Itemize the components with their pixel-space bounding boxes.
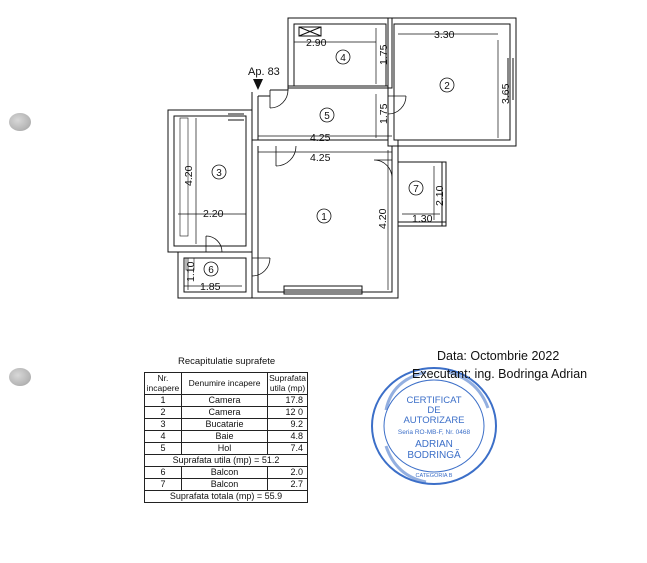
- dim-3-30: 3.30: [434, 29, 455, 41]
- dim-1-85: 1.85: [200, 281, 221, 293]
- door-bath-6: [205, 235, 223, 253]
- punch-hole-top: [9, 113, 31, 131]
- cell-nr: 7: [144, 478, 182, 491]
- dim-1-10: 1.10: [185, 261, 197, 282]
- dim-4-20-room1: 4.20: [377, 208, 389, 229]
- cell-area: 17.8: [267, 394, 308, 407]
- wall-bath-6: [177, 251, 253, 299]
- header-nr: Nr. incapere: [144, 372, 182, 395]
- door-balcony-7: [373, 159, 393, 179]
- cell-nr: 2: [144, 406, 182, 419]
- cell-name: Camera: [180, 394, 269, 407]
- dim-4-20-kitchen: 4.20: [183, 165, 195, 186]
- room-number-3: 3: [216, 168, 222, 179]
- dim-2-10: 2.10: [434, 185, 446, 206]
- room-number-2: 2: [444, 81, 450, 92]
- table-row: 7 Balcon 2.7: [144, 478, 308, 491]
- cell-area: 7.4: [267, 442, 308, 455]
- cell-nr: 3: [144, 418, 182, 431]
- useful-total: Suprafata utila (mp) = 51.2: [144, 454, 308, 467]
- room-number-6: 6: [208, 265, 214, 276]
- table-row: 3 Bucatarie 9.2: [144, 418, 308, 431]
- cell-nr: 4: [144, 430, 182, 443]
- vent-box: [298, 26, 322, 37]
- grand-total: Suprafata totala (mp) = 55.9: [144, 490, 308, 503]
- cell-area: 9.2: [267, 418, 308, 431]
- cell-nr: 6: [144, 466, 182, 479]
- dim-1-30: 1.30: [412, 213, 433, 225]
- cell-area: 2.7: [267, 478, 308, 491]
- stamp-line-1: CERTIFICAT: [406, 395, 461, 406]
- header-area: Suprafata utila (mp): [267, 372, 308, 395]
- table-row: 6 Balcon 2.0: [144, 466, 308, 479]
- cell-name: Bucatarie: [180, 418, 269, 431]
- dim-4-25-top: 4.25: [310, 132, 331, 144]
- wall-room-2: [387, 17, 517, 147]
- date-text: Data: Octombrie 2022: [437, 349, 560, 363]
- stamp-line-2: DE: [427, 405, 440, 416]
- dim-4-25-bottom: 4.25: [310, 152, 331, 164]
- cell-area: 12 0: [267, 406, 308, 419]
- floor-plan: Ap. 83 4 2 5 3 1 7 6 2.90 3.30 1.75 3.65…: [167, 17, 517, 299]
- table-row: 5 Hol 7.4: [144, 442, 308, 455]
- table-row: 2 Camera 12 0: [144, 406, 308, 419]
- cell-name: Baie: [180, 430, 269, 443]
- room-number-4: 4: [340, 53, 346, 64]
- cell-name: Camera: [180, 406, 269, 419]
- useful-total-row: Suprafata utila (mp) = 51.2: [144, 454, 308, 467]
- cell-name: Balcon: [180, 466, 269, 479]
- wall-hall-5: [270, 85, 388, 91]
- dim-1-75-hall: 1.75: [378, 103, 390, 124]
- cell-name: Balcon: [180, 478, 269, 491]
- stamp-line-6: BODRINGĂ: [407, 448, 461, 461]
- entry-door: [269, 89, 289, 109]
- room-number-5: 5: [324, 111, 330, 122]
- recap-title: Recapitulatie suprafete: [178, 356, 276, 367]
- stamp-line-3: AUTORIZARE: [403, 415, 464, 426]
- stamp-line-4: Seria RO-MB-F, Nr. 0468: [398, 429, 471, 436]
- grand-total-row: Suprafata totala (mp) = 55.9: [144, 490, 308, 503]
- dim-2-90: 2.90: [306, 37, 327, 49]
- cell-nr: 5: [144, 442, 182, 455]
- cell-nr: 1: [144, 394, 182, 407]
- room-number-7: 7: [413, 184, 419, 195]
- dim-3-65: 3.65: [500, 83, 512, 104]
- recap-table: Nr. incapere Denumire incapere Suprafata…: [144, 372, 308, 503]
- table-row: 1 Camera 17.8: [144, 394, 308, 407]
- header-name: Denumire incapere: [180, 372, 269, 395]
- executant-text: Executant: ing. Bodringa Adrian: [412, 367, 588, 381]
- room-number-1: 1: [321, 212, 327, 223]
- apartment-label: Ap. 83: [248, 66, 280, 78]
- cell-area: 4.8: [267, 430, 308, 443]
- cell-name: Hol: [180, 442, 269, 455]
- stamp-line-5: ADRIAN: [415, 439, 453, 450]
- certification-stamp: CERTIFICAT DE AUTORIZARE Seria RO-MB-F, …: [371, 367, 497, 485]
- door-room-2: [387, 95, 407, 115]
- recap-header-row: Nr. incapere Denumire incapere Suprafata…: [144, 372, 308, 395]
- door-kitchen-3: [251, 257, 271, 277]
- door-room-1: [275, 145, 297, 167]
- wall-room-2-inner: [393, 23, 511, 141]
- cell-area: 2.0: [267, 466, 308, 479]
- wall-kitchen-3: [167, 109, 253, 253]
- stamp-category: CATEGORIA B: [416, 473, 453, 479]
- apartment-marker-icon: [253, 79, 263, 90]
- table-row: 4 Baie 4.8: [144, 430, 308, 443]
- wall-room-4: [287, 17, 393, 89]
- dim-2-20: 2.20: [203, 208, 224, 220]
- punch-hole-bottom: [9, 368, 31, 386]
- wall-balcony-7: [397, 161, 447, 227]
- dim-1-75-top: 1.75: [378, 44, 390, 65]
